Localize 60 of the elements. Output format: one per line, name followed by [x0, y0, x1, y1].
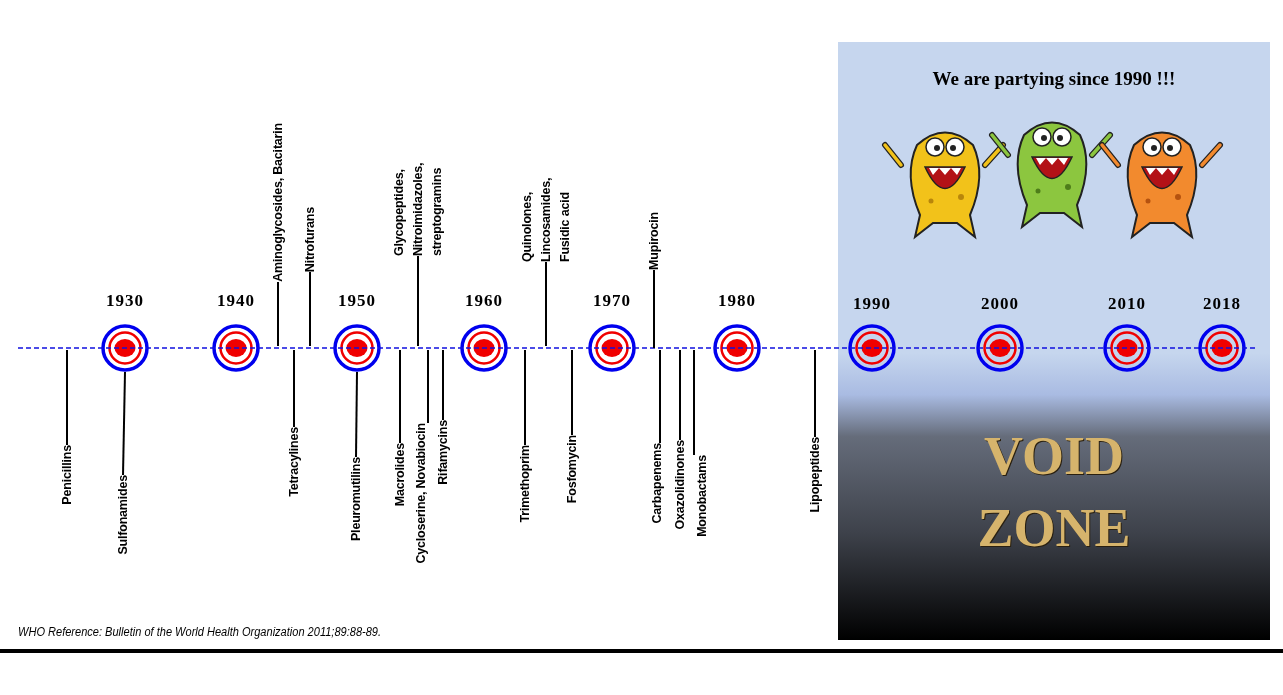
panel-heading: We are partying since 1990 !!! [931, 68, 1177, 90]
antibiotic-class-label: Nitrofurans [300, 207, 320, 273]
leader-line [399, 349, 401, 444]
antibiotic-class-label: Glycopeptides, Nitroimidazoles, streptogramins [389, 138, 447, 256]
target-icon [331, 322, 383, 374]
year-label: 2000 [981, 294, 1019, 314]
leader-line [66, 349, 68, 446]
leader-line [277, 281, 279, 347]
leader-line [653, 269, 655, 349]
target-icon [99, 322, 151, 374]
antibiotic-class-label: Rifamycins [433, 420, 453, 485]
target-icon [1196, 322, 1248, 374]
leader-line [659, 349, 661, 444]
year-label: 1970 [593, 291, 631, 311]
antibiotic-class-label: Tetracylines [284, 427, 304, 497]
leader-line [293, 349, 295, 428]
antibiotic-class-label: Macrolides [390, 443, 410, 507]
leader-line [545, 261, 547, 347]
antibiotic-class-label: Mupirocin [644, 212, 664, 270]
leader-line [679, 349, 681, 441]
antibiotic-class-label: Carbapenems [647, 443, 667, 524]
year-label: 2010 [1108, 294, 1146, 314]
antibiotic-class-label: Quinolones, Lincosamides, Fusidic acid [517, 172, 575, 262]
leader-line [309, 271, 311, 347]
reference-caption: WHO Reference: Bulletin of the World Health Organization 2011;89:88-89. [18, 625, 382, 639]
leader-line [571, 349, 573, 436]
leader-line [122, 371, 126, 476]
target-icon [1101, 322, 1153, 374]
leader-line [814, 349, 816, 438]
target-icon [846, 322, 898, 374]
year-label: 1960 [465, 291, 503, 311]
leader-line [693, 349, 695, 456]
year-label: 1990 [853, 294, 891, 314]
target-icon [711, 322, 763, 374]
year-label: 2018 [1203, 294, 1241, 314]
antibiotic-class-label: Aminoglycosides, Bacitarin [268, 123, 288, 282]
leader-line [427, 349, 429, 424]
void-zone-text: VOID ZONE [976, 425, 1132, 560]
year-label: 1930 [106, 291, 144, 311]
target-icon [210, 322, 262, 374]
antibiotic-class-label: Fosfomycin [562, 435, 582, 504]
leader-line [355, 371, 358, 458]
leader-line [524, 349, 526, 446]
antibiotic-class-label: Pleuromutilins [346, 457, 366, 542]
year-label: 1980 [718, 291, 756, 311]
antibiotic-class-label: Monobactams [692, 455, 712, 537]
antibiotic-class-label: Trimethoprim [515, 445, 535, 523]
antibiotic-class-label: Cycloserine, Novabiocin [411, 423, 431, 564]
antibiotic-class-label: Lipopeptides [805, 437, 825, 513]
antibiotic-class-label: Oxazolidinones [670, 440, 690, 530]
year-label: 1950 [338, 291, 376, 311]
target-icon [974, 322, 1026, 374]
antibiotic-class-label: Sulfonamides [113, 475, 133, 555]
leader-line [417, 255, 419, 347]
target-icon [458, 322, 510, 374]
target-icon [586, 322, 638, 374]
leader-line [442, 349, 444, 421]
void-zone-panel [838, 42, 1270, 640]
antibiotic-class-label: Penicillins [57, 445, 77, 505]
year-label: 1940 [217, 291, 255, 311]
